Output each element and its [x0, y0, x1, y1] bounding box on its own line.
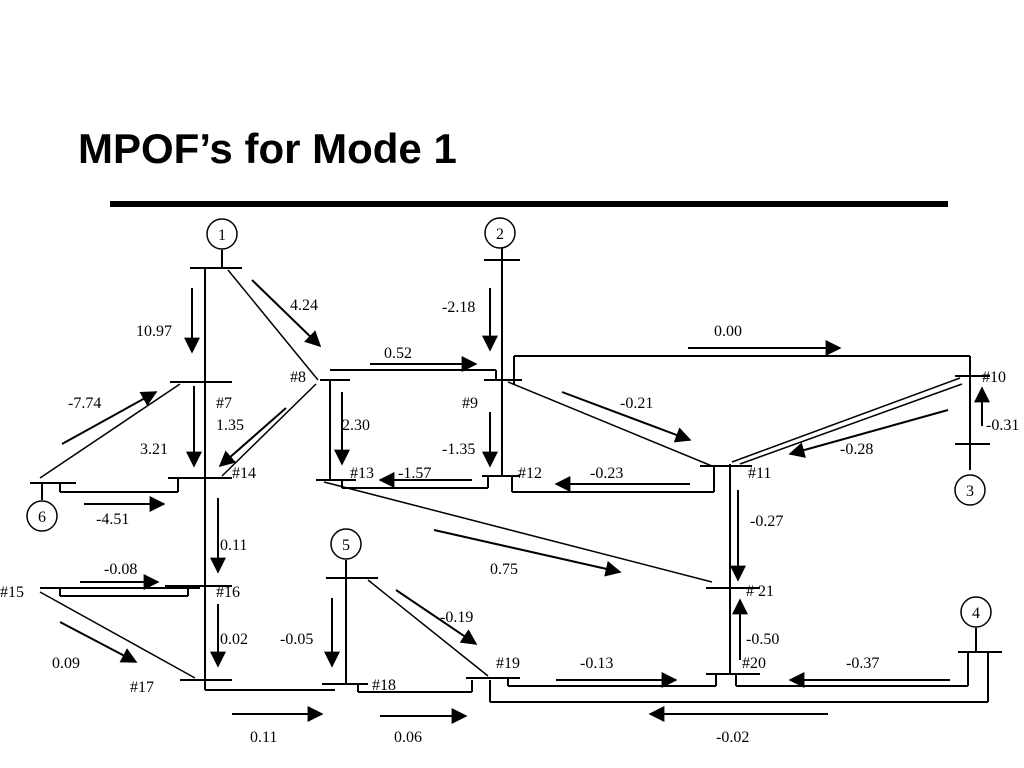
flow-label: 2.30: [342, 417, 370, 434]
flow-label: -0.50: [746, 631, 779, 648]
generator-3: 3: [954, 474, 986, 506]
generator-2: 2: [484, 217, 516, 249]
flow-label: 0.09: [52, 655, 80, 672]
flow-label: 0.52: [384, 345, 412, 362]
flow-label: -0.02: [716, 729, 749, 746]
flow-label: 4.24: [290, 297, 318, 314]
flow-label: 0.02: [220, 631, 248, 648]
bus-label-14: #14: [232, 465, 256, 482]
bus-label-12: #12: [518, 465, 542, 482]
flow-label: -0.27: [750, 513, 783, 530]
generator-5: 5: [330, 528, 362, 560]
bus-label-7: #7: [216, 395, 232, 412]
svg-text:3: 3: [966, 483, 974, 500]
flow-label: 0.11: [220, 537, 247, 554]
flow-label: -0.31: [986, 417, 1019, 434]
flow-label: -0.28: [840, 441, 873, 458]
flow-label: 0.00: [714, 323, 742, 340]
flow-label: -0.37: [846, 655, 879, 672]
flow-label: 0.75: [490, 561, 518, 578]
generator-4: 4: [960, 596, 992, 628]
flow-label: -0.13: [580, 655, 613, 672]
flow-label: -0.21: [620, 395, 653, 412]
bus-label-11: #11: [748, 465, 771, 482]
flow-label: 0.11: [250, 729, 277, 746]
bus-label-20: #20: [742, 655, 766, 672]
flow-label: 1.35: [216, 417, 244, 434]
svg-text:5: 5: [342, 537, 350, 554]
flow-label: -0.19: [440, 609, 473, 626]
flow-label: -0.23: [590, 465, 623, 482]
flow-label: 3.21: [140, 441, 168, 458]
flow-arrows: [59, 279, 990, 724]
flow-label: 0.06: [394, 729, 422, 746]
bus-label-9: #9: [462, 395, 478, 412]
flow-label: -1.35: [442, 441, 475, 458]
bus-label-10: #10: [982, 369, 1006, 386]
flow-label: -7.74: [68, 395, 101, 412]
bus-label-15: #15: [0, 584, 24, 601]
network-lines: [30, 248, 1002, 703]
flow-label: -0.08: [104, 561, 137, 578]
bus-label-17: #17: [130, 679, 154, 696]
svg-text:4: 4: [972, 605, 980, 622]
flow-label: -0.05: [280, 631, 313, 648]
bus-label-19: #19: [496, 655, 520, 672]
bus-label-21: # 21: [746, 583, 774, 600]
slide-title: MPOF’s for Mode 1: [78, 125, 457, 172]
bus-label-18: #18: [372, 677, 396, 694]
bus-label-13: #13: [350, 465, 374, 482]
flow-label: 10.97: [136, 323, 172, 340]
svg-text:1: 1: [218, 227, 226, 244]
flow-label: -1.57: [398, 465, 431, 482]
flow-label: -4.51: [96, 511, 129, 528]
generator-6: 6: [26, 500, 58, 532]
svg-text:2: 2: [496, 226, 504, 243]
title-divider: [110, 201, 948, 207]
bus-label-8: #8: [290, 369, 306, 386]
generator-1: 1: [206, 218, 238, 250]
svg-text:6: 6: [38, 509, 46, 526]
flow-label: -2.18: [442, 299, 475, 316]
bus-label-16: #16: [216, 584, 240, 601]
flow-values: 10.97 4.24 -7.74 1.35 3.21 -4.51 0.52 2.…: [52, 297, 1019, 746]
